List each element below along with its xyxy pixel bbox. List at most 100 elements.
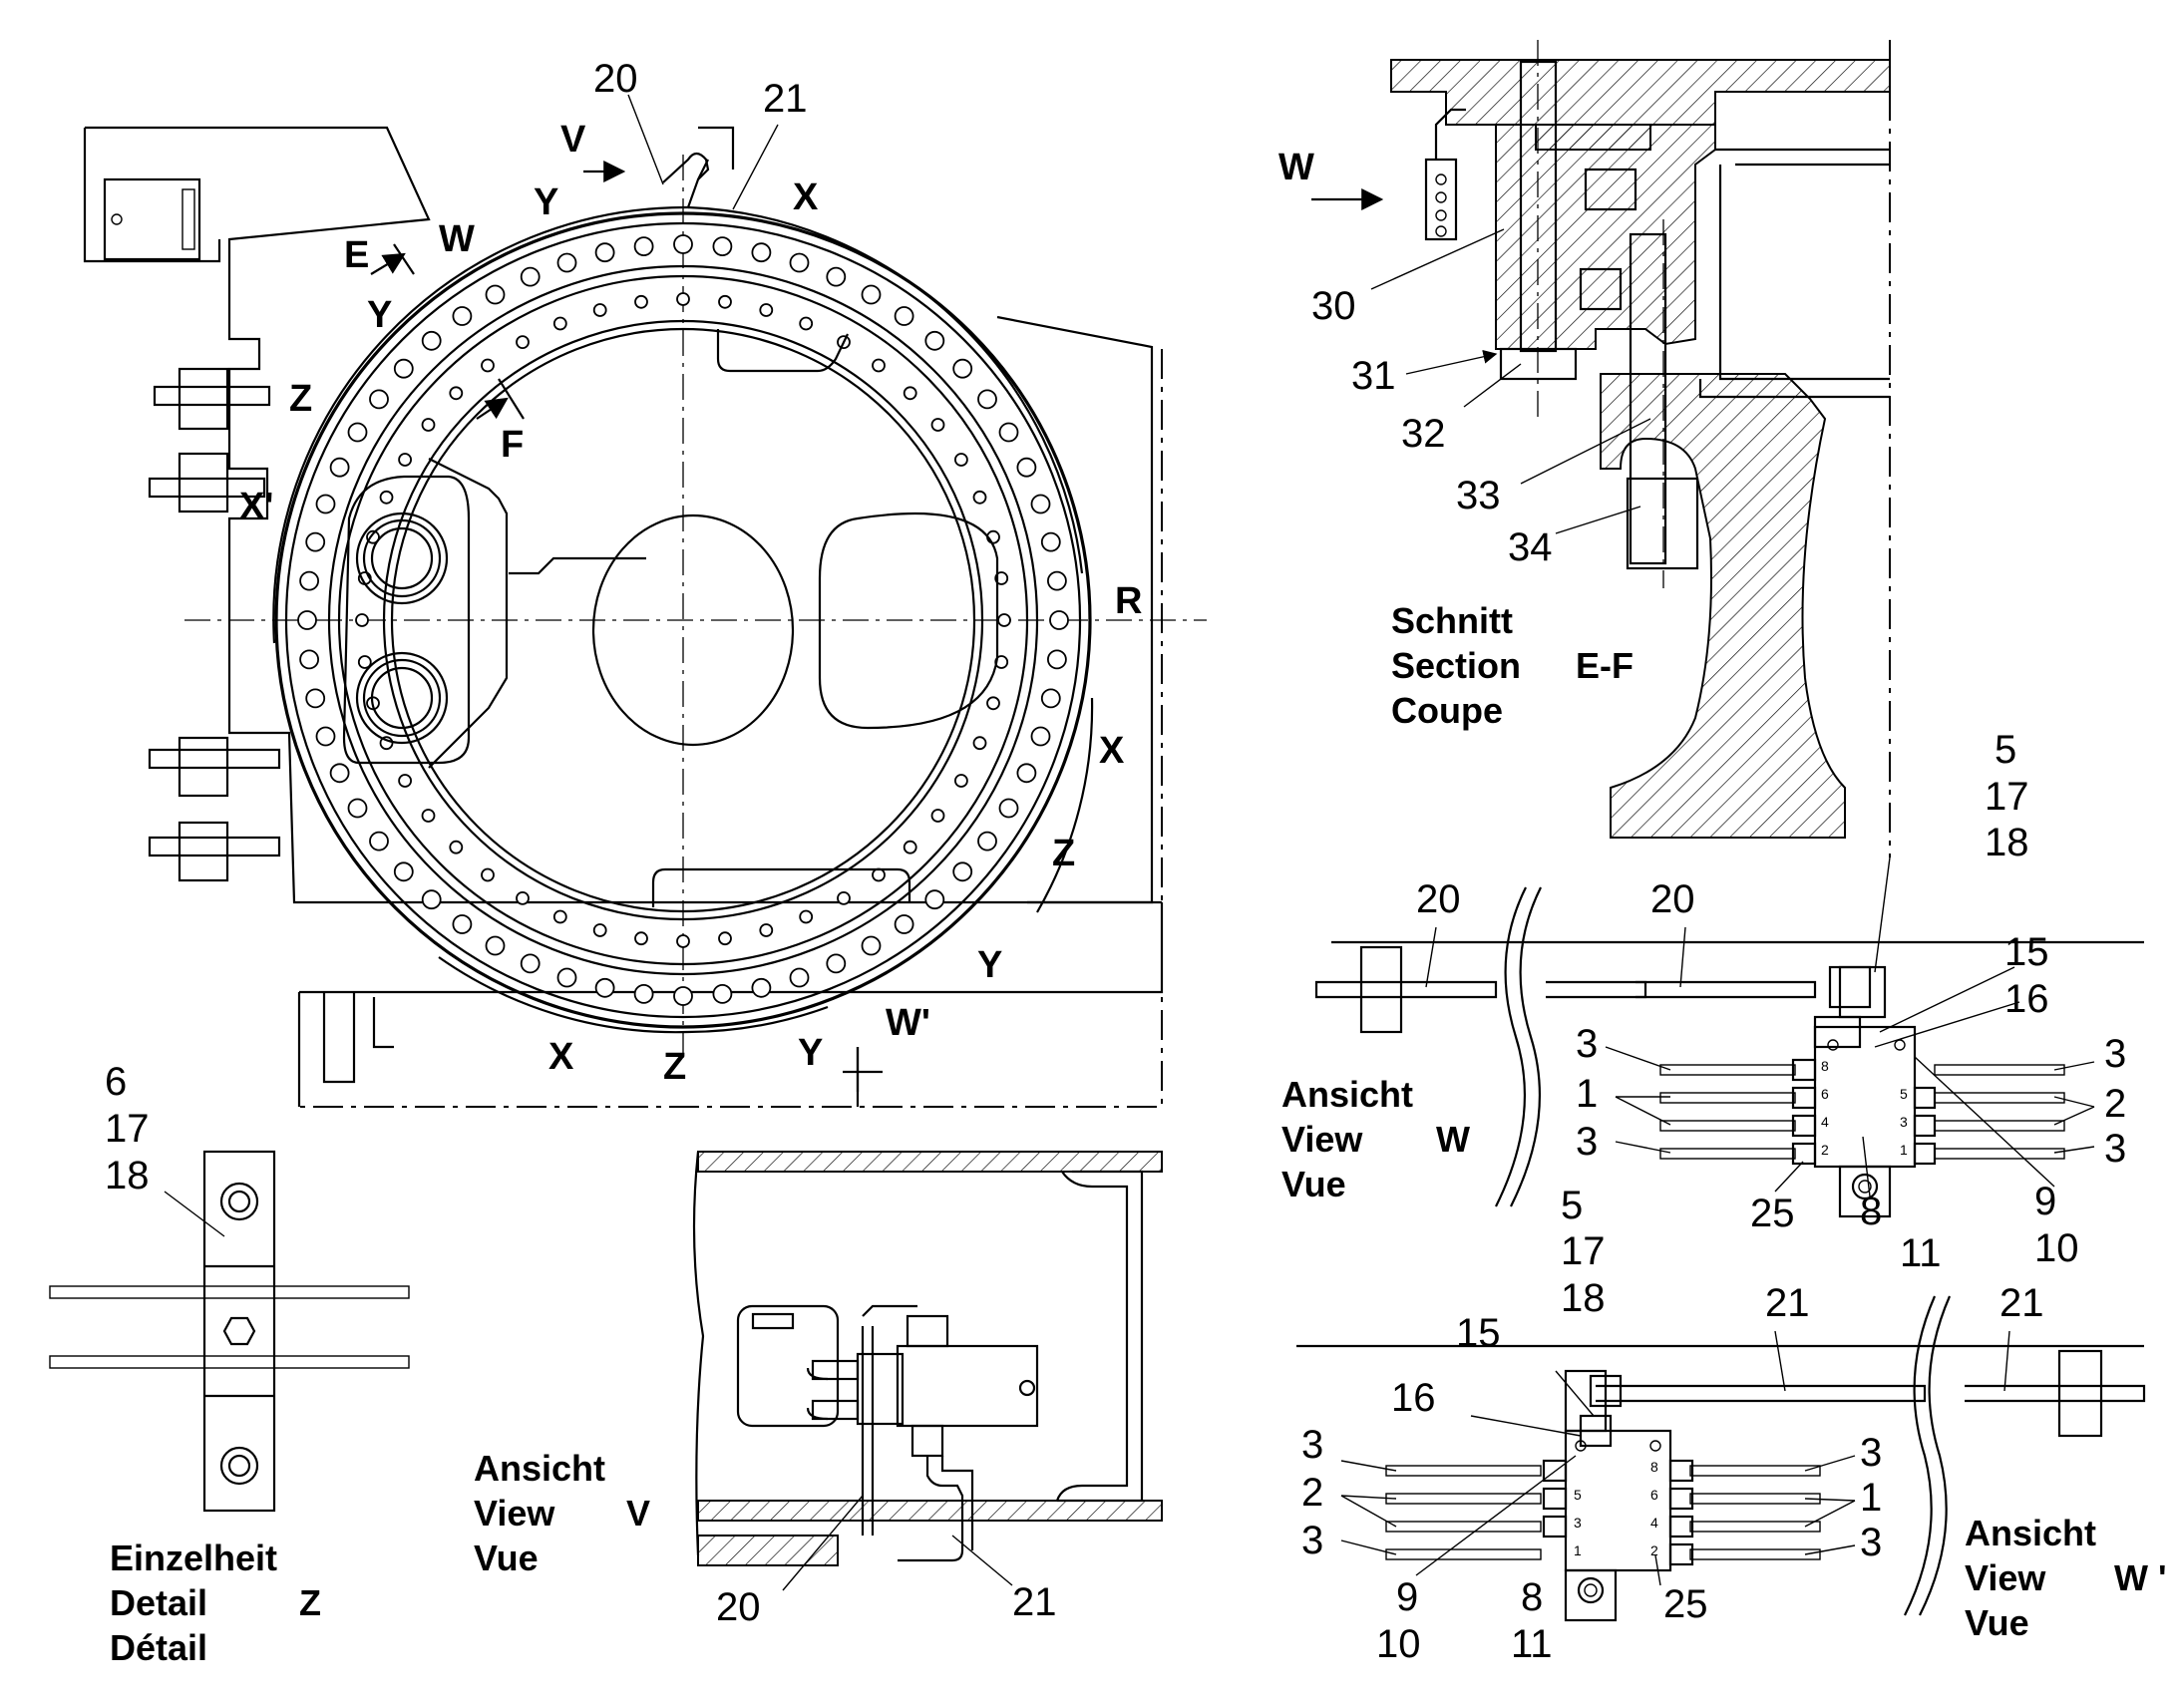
bolt-hole [481,867,495,882]
bolt-hole [592,303,607,317]
label-F: F [501,424,524,466]
caption-vue-wp: Vue [1965,1602,2029,1643]
svg-text:6: 6 [1650,1487,1658,1503]
callout-2: 2 [2104,1082,2126,1126]
label-Xprime: X' [239,486,273,527]
bolt-hole [930,418,945,432]
wp-callout-3c: 3 [1860,1431,1882,1475]
bolt-hole [751,242,772,263]
callout-33: 33 [1456,474,1501,517]
bolt-hole [329,763,350,784]
wp-callout-1: 1 [1860,1476,1882,1520]
bolt-hole [315,726,336,747]
callout-3b: 3 [1576,1120,1598,1164]
bolt-hole [712,984,733,1004]
bolt-hole [759,923,774,937]
caption-v: V [626,1493,650,1534]
bolt-hole [673,234,693,254]
wp-callout-3d: 3 [1860,1521,1882,1564]
bolt-hole [633,984,654,1004]
label-20: 20 [593,57,638,101]
bolt-hole [398,453,413,467]
caption-coupe: Coupe [1391,690,1503,731]
caption-w: W [1436,1119,1470,1160]
bolt-hole [299,570,320,591]
bolt-hole [1047,570,1067,591]
bolt-hole [986,696,1000,711]
svg-text:5: 5 [1574,1487,1582,1503]
bolt-hole [718,931,732,946]
wp-callout-16: 16 [1391,1376,1436,1420]
bolt-hole [556,252,577,273]
bolt-hole [972,490,987,505]
bolt-hole [592,923,607,937]
caption-ansicht-w: Ansicht [1281,1074,1413,1115]
wp-callout-8: 8 [1521,1575,1543,1619]
label-X3: X [1099,730,1125,772]
bolt-hole [305,531,326,552]
label-Y2: Y [367,294,392,336]
wp-callout-5: 5 [1561,1184,1583,1227]
bolt-hole [516,891,530,905]
label-X4: X [548,1036,574,1078]
pipes-left [1659,1058,1817,1166]
bolt-hole [357,655,372,669]
label-E: E [344,234,369,276]
bolt-hole [552,909,567,924]
bolt-hole [520,266,541,287]
main-view: 20 21 V Y X W E Y Z X' F R X Z Y W' X Z … [83,57,1207,1108]
bolt-hole [452,914,473,934]
bolt-hole [516,335,530,350]
detail-z: 6 17 18 Einzelheit Detail Z Détail [49,1060,410,1668]
view-v-callout-21: 21 [1012,1580,1057,1624]
callout-3d: 3 [2104,1127,2126,1171]
bolt-hole [998,422,1019,443]
bolt-hole [994,571,1009,585]
wp-callout-9: 9 [1396,1575,1418,1619]
bolt-hole [369,389,389,410]
svg-text:8: 8 [1650,1459,1658,1475]
bolt-hole [449,386,464,401]
bolt-hole [1030,726,1051,747]
bolt-hole [366,529,380,544]
wp-callout-11: 11 [1511,1622,1553,1666]
bolt-hole [954,774,968,788]
bolt-hole [594,977,615,998]
callout-20a: 20 [1416,877,1461,921]
bolt-hole [297,610,317,630]
svg-text:4: 4 [1821,1114,1829,1130]
bolt-hole [369,831,389,852]
caption-detail-fr: Détail [110,1627,207,1668]
bolt-hole [930,809,945,823]
bolt-hole [954,453,968,467]
view-v: 20 21 Ansicht View V Vue [474,1151,1163,1629]
svg-text:6: 6 [1821,1086,1829,1102]
caption-view-w: View [1281,1119,1363,1160]
callout-25: 25 [1750,1192,1795,1235]
label-21: 21 [763,77,808,121]
callout-15: 15 [2004,930,2049,974]
caption-ansicht-wp: Ansicht [1965,1513,2096,1553]
label-X: X [793,176,819,218]
bolt-hole [594,242,615,263]
label-Y3: Y [977,944,1002,986]
bolt-hole [355,613,369,627]
svg-text:8: 8 [1821,1058,1829,1074]
callout-18: 18 [1985,821,2029,864]
bolt-hole [449,840,464,854]
bolt-hole [634,931,648,946]
bolt-hole [952,861,973,882]
svg-text:1: 1 [1900,1142,1908,1158]
bolt-hole [673,986,693,1006]
bolt-hole [826,953,847,974]
bolt-hole [299,649,320,670]
wp-callout-3a: 3 [1301,1423,1323,1467]
bolt-hole [393,358,414,379]
bolt-hole [485,284,506,305]
label-Z2: Z [1052,833,1075,874]
caption-section: Section [1391,645,1521,686]
wp-pipes-right [1668,1459,1821,1566]
callout-11: 11 [1900,1231,1942,1275]
bolt-hole [485,935,506,956]
bolt-hole [1040,531,1061,552]
